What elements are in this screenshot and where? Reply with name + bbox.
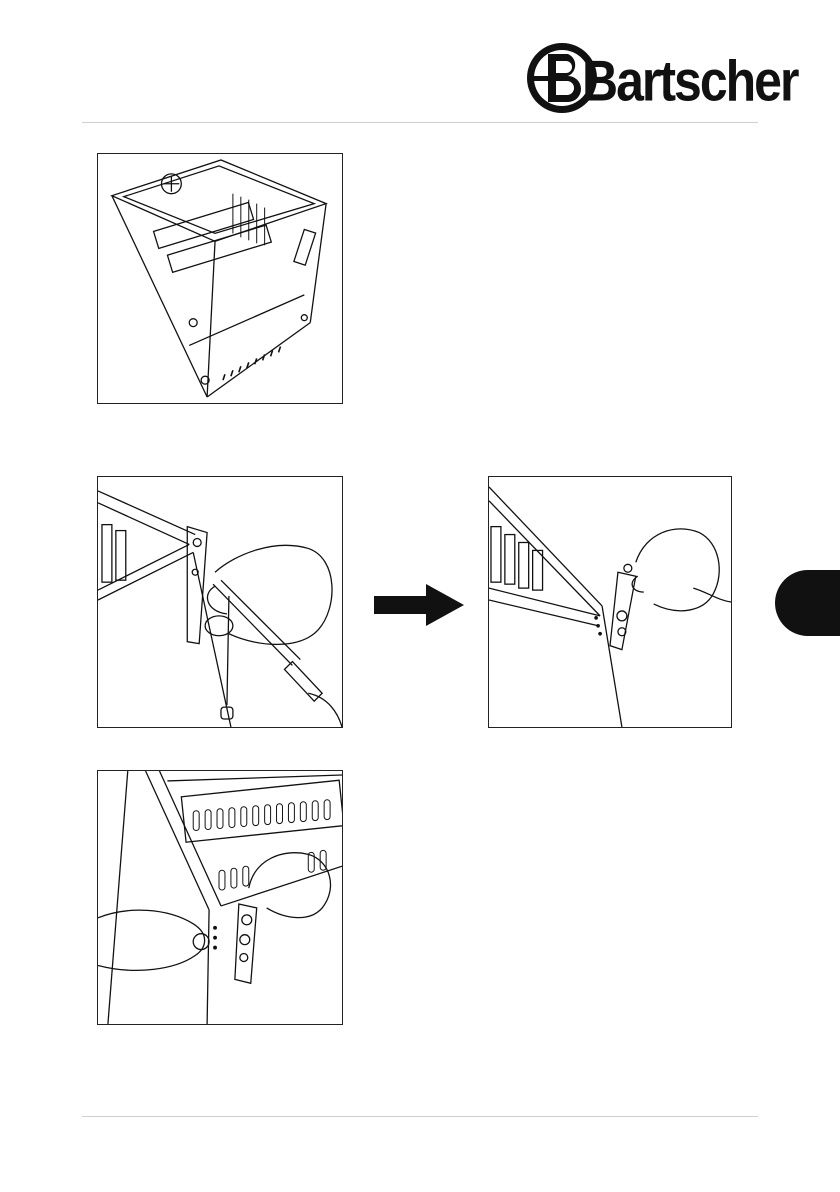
hang-holder-illustration xyxy=(489,477,731,727)
brand-name: Bartscher xyxy=(582,50,797,112)
fryer-unit-overview-illustration xyxy=(98,154,342,403)
section-tab-marker xyxy=(775,570,840,636)
figure-hang-holder xyxy=(488,476,732,728)
brand-logo: Bartscher xyxy=(524,40,756,116)
footer-rule xyxy=(82,1116,758,1117)
arrow-right-icon xyxy=(374,584,464,626)
unscrew-holder-illustration xyxy=(98,477,342,727)
figure-attach-holder xyxy=(97,770,343,1025)
figure-unscrew-holder xyxy=(97,476,343,728)
attach-holder-illustration xyxy=(98,771,342,1024)
header-rule xyxy=(82,122,758,123)
figure-fryer-overview xyxy=(97,153,343,404)
